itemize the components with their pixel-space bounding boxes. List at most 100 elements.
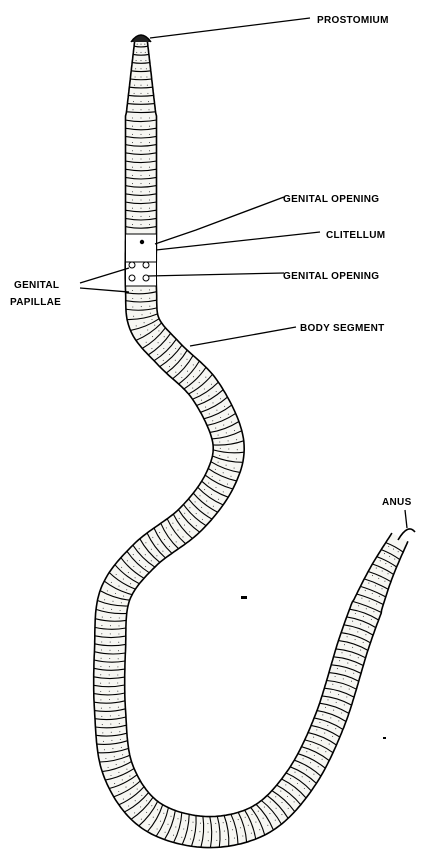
stipple-dot: [173, 835, 174, 836]
stipple-dot: [132, 298, 133, 299]
stipple-dot: [151, 319, 152, 320]
stipple-dot: [306, 769, 307, 770]
stipple-dot: [132, 290, 133, 291]
stipple-dot: [135, 76, 136, 77]
stipple-dot: [245, 817, 246, 818]
stipple-dot: [347, 636, 348, 637]
stipple-dot: [144, 44, 145, 45]
stipple-dot: [126, 769, 127, 770]
stipple-dot: [230, 821, 231, 822]
leader-body-segment: [190, 327, 296, 346]
stipple-dot: [199, 370, 200, 371]
stipple-dot: [146, 76, 147, 77]
stipple-dot: [109, 683, 110, 684]
stipple-dot: [224, 831, 225, 832]
stipple-dot: [275, 820, 276, 821]
stipple-dot: [228, 440, 229, 441]
stipple-dot: [184, 513, 185, 514]
stipple-dot: [140, 167, 141, 168]
stipple-dot: [207, 823, 208, 824]
stipple-dot: [212, 402, 213, 403]
stipple-dot: [140, 101, 141, 102]
stipple-dot: [149, 298, 150, 299]
stipple-dot: [329, 744, 330, 745]
stipple-dot: [322, 759, 323, 760]
stipple-dot: [146, 800, 147, 801]
stipple-dot: [200, 823, 201, 824]
stipple-dot: [117, 699, 118, 700]
stipple-dot: [187, 382, 188, 383]
stipple-dot: [196, 525, 197, 526]
stipple-dot: [148, 101, 149, 102]
stipple-dot: [151, 560, 152, 561]
stipple-dot: [133, 566, 134, 567]
stipple-dot: [118, 642, 119, 643]
stipple-dot: [139, 548, 140, 549]
stipple-dot: [102, 724, 103, 725]
stipple-dot: [322, 714, 323, 715]
label-body-segment: BODY SEGMENT: [300, 323, 385, 334]
stipple-dot: [118, 791, 119, 792]
stipple-dot: [223, 425, 224, 426]
stipple-dot: [321, 740, 322, 741]
stipple-dot: [154, 325, 155, 326]
stipple-dot: [228, 448, 229, 449]
stipple-dot: [294, 772, 295, 773]
stipple-dot: [160, 821, 161, 822]
stipple-dot: [378, 578, 379, 579]
stipple-dot: [140, 44, 141, 45]
stipple-dot: [350, 655, 351, 656]
stipple-dot: [187, 371, 188, 372]
stipple-dot: [372, 575, 373, 576]
stipple-dot: [128, 805, 129, 806]
stipple-dot: [140, 216, 141, 217]
stipple-dot: [111, 582, 112, 583]
stipple-dot: [223, 822, 224, 823]
stipple-dot: [145, 566, 146, 567]
label-genital-papillae-line2: PAPILLAE: [10, 297, 61, 308]
stipple-dot: [193, 364, 194, 365]
stipple-dot: [352, 647, 353, 648]
stipple-dot: [369, 601, 370, 602]
stipple-dot: [140, 76, 141, 77]
stipple-dot: [381, 588, 382, 589]
stipple-dot: [242, 835, 243, 836]
stipple-dot: [184, 525, 185, 526]
stipple-dot: [140, 806, 141, 807]
stipple-dot: [287, 796, 288, 797]
stipple-dot: [281, 802, 282, 803]
stipple-dot: [385, 563, 386, 564]
stipple-dot: [132, 134, 133, 135]
stipple-dot: [368, 627, 369, 628]
stipple-dot: [120, 739, 121, 740]
stipple-dot: [100, 674, 101, 675]
stipple-dot: [318, 766, 319, 767]
stipple-dot: [141, 298, 142, 299]
stipple-dot: [306, 751, 307, 752]
stipple-dot: [158, 342, 159, 343]
stipple-dot: [177, 818, 178, 819]
stipple-dot: [101, 641, 102, 642]
stipple-dot: [145, 542, 146, 543]
stipple-dot: [355, 639, 356, 640]
stipple-dot: [149, 224, 150, 225]
stipple-dot: [116, 764, 117, 765]
stipple-dot: [230, 476, 231, 477]
stipple-dot: [101, 625, 102, 626]
stipple-dot: [190, 838, 191, 839]
stipple-dot: [226, 432, 227, 433]
stipple-dot: [353, 673, 354, 674]
stipple-dot: [162, 551, 163, 552]
stipple-dot: [324, 733, 325, 734]
label-genital-papillae-line1: GENITAL: [14, 280, 59, 291]
stipple-dot: [135, 68, 136, 69]
stipple-dot: [147, 85, 148, 86]
stipple-dot: [118, 625, 119, 626]
stipple-dot: [103, 741, 104, 742]
stipple-dot: [240, 827, 241, 828]
stipple-dot: [109, 699, 110, 700]
label-genital-opening-lower: GENITAL OPENING: [283, 271, 379, 282]
stipple-dot: [219, 455, 220, 456]
stipple-dot: [169, 366, 170, 367]
stipple-dot: [352, 621, 353, 622]
